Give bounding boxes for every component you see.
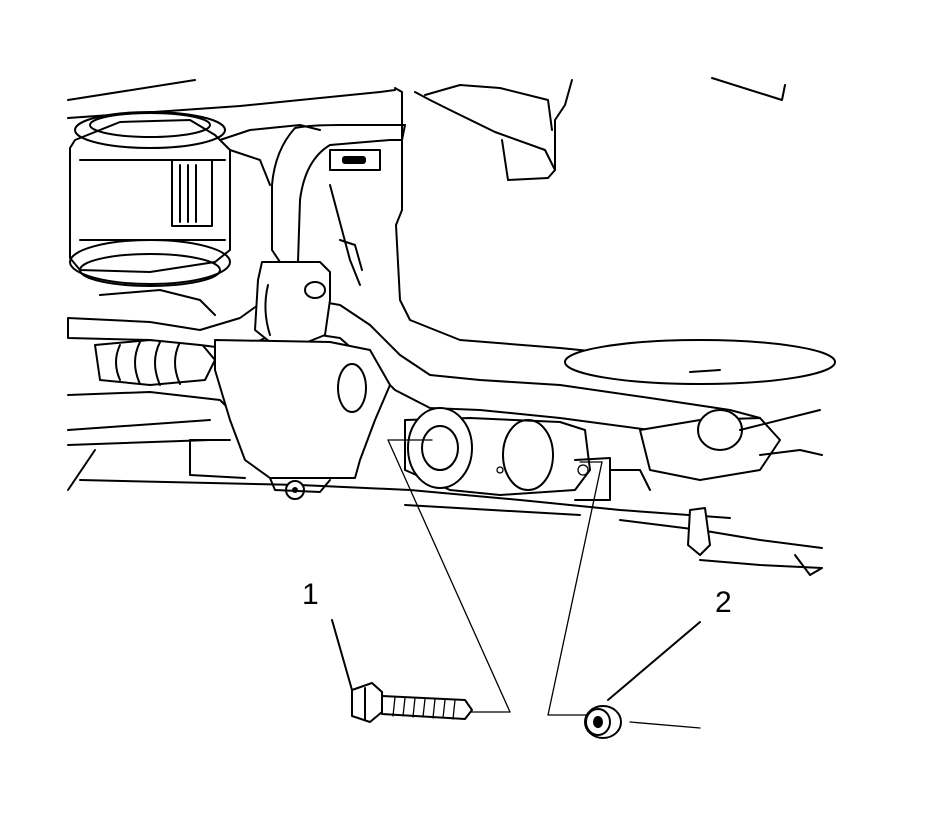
leader-lines bbox=[387, 439, 701, 729]
nut-part bbox=[584, 621, 701, 739]
link-bracket bbox=[254, 149, 381, 346]
control-arm-bracket bbox=[189, 339, 391, 500]
underbody-frame bbox=[67, 77, 823, 569]
callout-1-label: 1 bbox=[302, 578, 319, 611]
right-wheel-area bbox=[564, 339, 836, 576]
axle-boot bbox=[94, 289, 216, 386]
callout-2-label: 2 bbox=[715, 586, 732, 619]
bolt-part bbox=[331, 619, 473, 723]
spring-assembly bbox=[69, 111, 321, 287]
bushing-tube bbox=[404, 407, 651, 501]
